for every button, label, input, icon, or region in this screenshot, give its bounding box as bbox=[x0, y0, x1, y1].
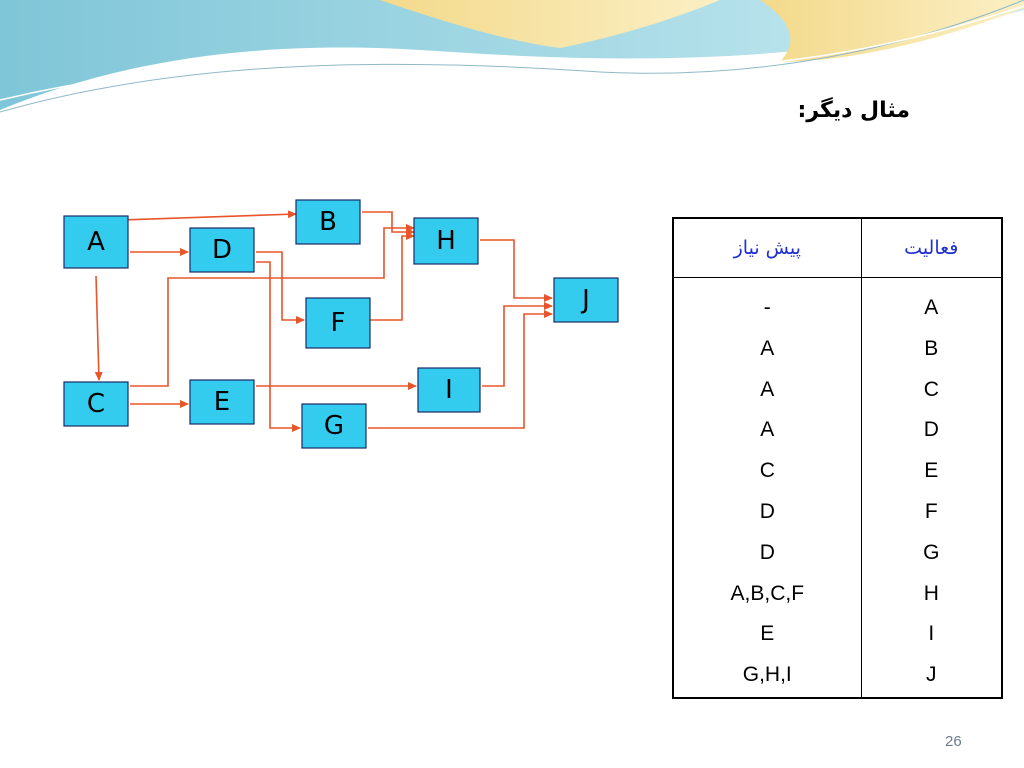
prerequisite-cell: A,B,C,F bbox=[730, 581, 805, 605]
prerequisite-cell: - bbox=[763, 296, 771, 319]
activity-cell: H bbox=[923, 581, 939, 605]
activity-cell: J bbox=[926, 663, 937, 687]
node-label: J bbox=[580, 285, 590, 315]
node-label: C bbox=[87, 389, 105, 419]
edge-i-to-j bbox=[482, 302, 553, 387]
header-activity: فعالیت bbox=[860, 217, 1003, 278]
node-e: E bbox=[189, 379, 255, 425]
edge-a-to-b bbox=[121, 210, 297, 221]
node-label: E bbox=[214, 387, 230, 417]
page-number: 26 bbox=[945, 733, 962, 750]
node-box bbox=[189, 227, 255, 273]
node-f: F bbox=[305, 297, 371, 349]
node-box bbox=[413, 217, 479, 265]
node-box bbox=[189, 379, 255, 425]
node-label: H bbox=[436, 226, 456, 256]
prerequisite-cell: D bbox=[759, 499, 775, 523]
activity-cell: A bbox=[924, 296, 939, 319]
node-a: A bbox=[63, 215, 129, 269]
node-box bbox=[417, 367, 481, 413]
edge-c-to-h bbox=[130, 224, 415, 387]
node-c: C bbox=[63, 381, 129, 427]
node-box bbox=[305, 297, 371, 349]
activity-cell: I bbox=[928, 622, 935, 646]
prerequisite-cell: G,H,I bbox=[742, 663, 792, 687]
diagram-nodes: A B C D E F G H I J bbox=[63, 199, 619, 449]
activity-cell: G bbox=[923, 540, 940, 564]
edge-h-to-j bbox=[480, 239, 553, 302]
activity-cell: F bbox=[924, 499, 938, 523]
node-label: B bbox=[319, 207, 337, 237]
node-label: A bbox=[87, 227, 105, 257]
activity-cell: D bbox=[923, 418, 939, 442]
node-j: J bbox=[553, 277, 619, 323]
node-b: B bbox=[295, 199, 361, 245]
prerequisite-cell: A bbox=[760, 377, 775, 401]
slide-title: مثال دیگر: bbox=[797, 98, 910, 123]
node-box bbox=[63, 215, 129, 269]
edge-f-to-h bbox=[370, 232, 415, 321]
node-i: I bbox=[417, 367, 481, 413]
node-label: F bbox=[331, 308, 346, 338]
node-h: H bbox=[413, 217, 479, 265]
prerequisite-cell: C bbox=[759, 459, 775, 483]
node-box bbox=[553, 277, 619, 323]
edge-a-to-c bbox=[94, 275, 103, 381]
edge-d-to-f bbox=[256, 251, 305, 324]
prerequisite-cell: E bbox=[760, 622, 775, 646]
node-d: D bbox=[189, 227, 255, 273]
node-box bbox=[295, 199, 361, 245]
activity-cell: B bbox=[924, 336, 939, 360]
node-g: G bbox=[301, 403, 367, 449]
header-swoosh-decoration bbox=[0, 0, 1024, 113]
activity-cell: C bbox=[923, 377, 939, 401]
node-box bbox=[63, 381, 129, 427]
activity-cell: E bbox=[924, 459, 939, 483]
header-prerequisite: پیش نیاز bbox=[672, 217, 862, 278]
prerequisite-cell: A bbox=[760, 418, 775, 442]
diagram-edges bbox=[94, 210, 553, 432]
node-label: G bbox=[324, 411, 344, 441]
edge-g-to-j bbox=[368, 310, 553, 429]
node-box bbox=[301, 403, 367, 449]
prerequisite-cell: D bbox=[759, 540, 775, 564]
edge-d-to-g bbox=[256, 261, 301, 432]
node-label: I bbox=[445, 375, 453, 405]
prerequisite-cell: A bbox=[760, 336, 775, 360]
edge-b-to-h bbox=[362, 211, 415, 236]
node-label: D bbox=[212, 235, 232, 265]
